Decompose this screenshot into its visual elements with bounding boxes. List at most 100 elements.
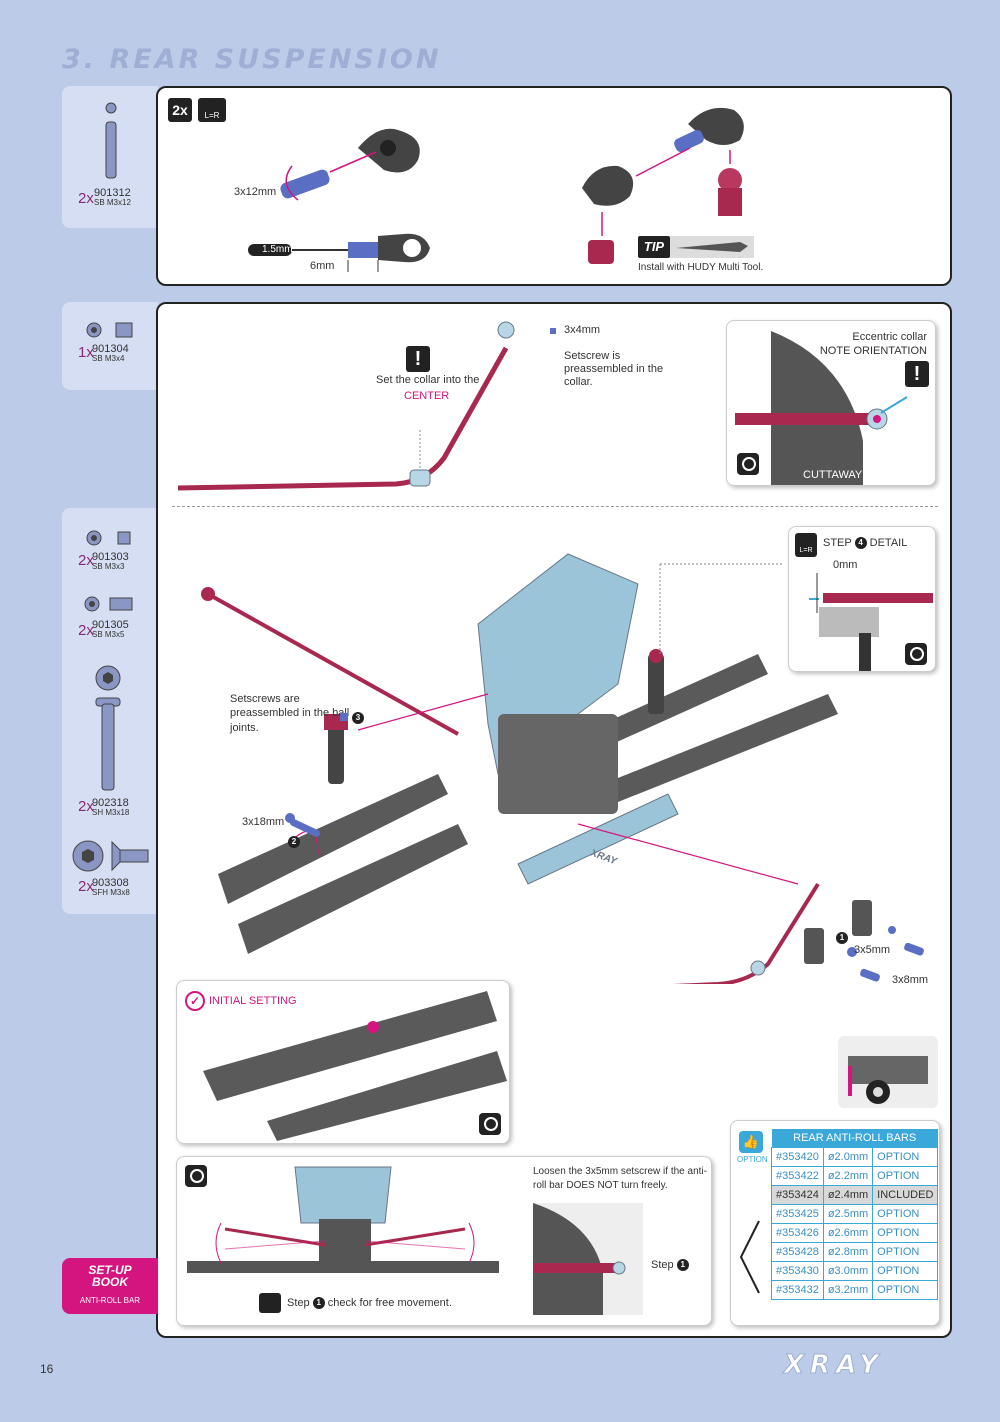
part-number-cell: #353424 bbox=[771, 1185, 824, 1205]
loosen-note: Loosen the 3x5mm setscrew if the anti-ro… bbox=[533, 1166, 707, 1191]
part-number: 902318 bbox=[92, 797, 129, 809]
setscrew-square-icon bbox=[550, 328, 556, 334]
top-view-illustration bbox=[187, 1166, 499, 1273]
screw-icon bbox=[105, 102, 117, 179]
eccentric-collar-inset: Eccentric collar NOTE ORIENTATION ! CUTT… bbox=[726, 320, 936, 486]
setup-book-tab[interactable]: SET-UP BOOK ANTI-ROLL BAR bbox=[62, 1258, 158, 1314]
long-screw-icon bbox=[285, 813, 321, 837]
ball-joint-note: Setscrews are preassembled in the ball j… bbox=[230, 693, 350, 734]
option-badge: OPTION bbox=[737, 1155, 768, 1164]
page-number: 16 bbox=[40, 1362, 54, 1376]
setscrew-icon bbox=[86, 322, 133, 338]
step4-detail-inset: L=R STEP 4 DETAIL 0mm bbox=[788, 526, 936, 672]
tip-badge: TIP bbox=[638, 236, 670, 258]
size-cell: ø2.0mm bbox=[822, 1147, 874, 1167]
part-number: 901303 bbox=[92, 551, 129, 563]
cutaway-illustration bbox=[735, 331, 908, 485]
part-number-cell: #353428 bbox=[771, 1242, 824, 1262]
step-divider bbox=[172, 506, 938, 507]
size-cell: ø2.6mm bbox=[822, 1223, 874, 1243]
part-number: 903308 bbox=[92, 877, 129, 889]
car-photo-illustration bbox=[838, 1036, 938, 1108]
setscrew-icon bbox=[86, 530, 131, 546]
setup-book-line3: ANTI-ROLL BAR bbox=[79, 1296, 141, 1305]
part-number-cell: #353425 bbox=[771, 1204, 824, 1224]
step1-panel: 2x L=R 3x12mm 1.5mm 6mm TIP Install with… bbox=[156, 86, 952, 286]
step-marker: 1 bbox=[312, 1297, 325, 1310]
magnifier-icon bbox=[479, 1113, 501, 1135]
step-label: Step 1 bbox=[651, 1259, 689, 1272]
brand-logo: XRAY bbox=[783, 1350, 885, 1381]
part-qty: 1x bbox=[78, 344, 94, 361]
size-cell: ø2.4mm bbox=[822, 1185, 874, 1205]
part-qty: 2x bbox=[78, 552, 94, 569]
warning-icon: ! bbox=[406, 346, 430, 372]
part-number-cell: #353432 bbox=[771, 1280, 824, 1300]
part-desc: SFH M3x8 bbox=[92, 888, 130, 897]
check-text: check for free movement. bbox=[327, 1297, 452, 1309]
collar-note: Set the collar into the bbox=[376, 374, 480, 386]
magnifier-icon bbox=[737, 453, 759, 475]
part-number-cell: #353422 bbox=[771, 1166, 824, 1186]
setscrew-icon bbox=[84, 596, 133, 612]
step-marker-3: 3 bbox=[352, 712, 364, 724]
setup-book-line2: BOOK bbox=[92, 1275, 128, 1289]
setup-book-line1: SET-UP bbox=[88, 1263, 132, 1277]
size-cell: ø2.5mm bbox=[822, 1204, 874, 1224]
part-number-cell: #353420 bbox=[771, 1147, 824, 1167]
tip-text: Install with HUDY Multi Tool. bbox=[638, 262, 764, 273]
part-number: 901312 bbox=[94, 187, 131, 199]
detail-step-marker: 4 bbox=[854, 537, 867, 550]
suspension-arm-illustration bbox=[203, 991, 507, 1141]
status-cell: OPTION bbox=[872, 1147, 939, 1167]
left-right-badge: L=R bbox=[795, 533, 817, 557]
step-label-text: Step bbox=[651, 1259, 674, 1271]
status-cell: OPTION bbox=[872, 1242, 939, 1262]
rear-suspension-assembly-illustration bbox=[201, 553, 838, 984]
collar-center: CENTER bbox=[404, 390, 450, 402]
part-number-cell: #353426 bbox=[771, 1223, 824, 1243]
detail-measure: 0mm bbox=[833, 559, 858, 571]
size-cell: ø2.2mm bbox=[822, 1166, 874, 1186]
size-cell: ø2.8mm bbox=[822, 1242, 874, 1262]
parts-sidebar-step2: 1x 901304 SB M3x4 bbox=[62, 302, 158, 390]
warning-icon: ! bbox=[905, 361, 929, 387]
screw-18-label: 3x18mm bbox=[242, 816, 285, 828]
ball-end-illustration bbox=[280, 128, 420, 201]
detail-title-text: STEP bbox=[823, 537, 852, 549]
detail-illustration bbox=[809, 573, 933, 671]
multi-tool-icon bbox=[670, 236, 754, 258]
part-qty: 2x bbox=[78, 878, 94, 895]
initial-setting-inset: ✓ INITIAL SETTING bbox=[176, 980, 510, 1144]
hex-tool-icon bbox=[259, 1293, 281, 1313]
part-desc: SB M3x4 bbox=[92, 354, 125, 363]
setscrew-square-icon bbox=[340, 713, 348, 721]
collar-closeup-illustration bbox=[533, 1203, 643, 1315]
screw-length-label: 3x12mm bbox=[234, 186, 277, 198]
check-free-movement: Step 1 check for free movement. bbox=[287, 1297, 452, 1310]
detail-suffix-text: DETAIL bbox=[869, 537, 908, 549]
status-cell: OPTION bbox=[872, 1166, 939, 1186]
part-desc: SB M3x5 bbox=[92, 630, 125, 639]
cap-screw-icon bbox=[95, 665, 121, 791]
status-cell: OPTION bbox=[872, 1261, 939, 1281]
parts-sidebar-step1: 2x 901312 SB M3x12 bbox=[62, 86, 158, 228]
rod-end-assembly-illustration bbox=[582, 107, 744, 264]
left-right-badge: L=R bbox=[198, 98, 226, 122]
screw-8-label: 3x8mm bbox=[892, 974, 929, 986]
status-cell: OPTION bbox=[872, 1223, 939, 1243]
part-number: 901305 bbox=[92, 619, 129, 631]
status-cell: OPTION bbox=[872, 1280, 939, 1300]
hex-size-label: 1.5mm bbox=[262, 244, 293, 255]
part-qty: 2x bbox=[78, 190, 94, 207]
initial-setting-label: INITIAL SETTING bbox=[209, 995, 297, 1007]
table-header: REAR ANTI-ROLL BARS bbox=[771, 1129, 938, 1148]
flat-head-screw-icon bbox=[72, 840, 149, 872]
step-word: Step bbox=[287, 1297, 310, 1309]
